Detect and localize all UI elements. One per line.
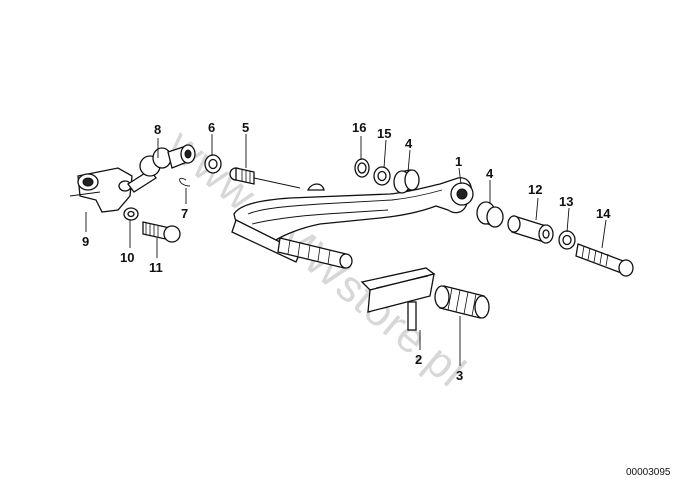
rubber-strip-part [360,267,436,331]
bolt-11-part [142,221,181,243]
diagram-reference-number: 00003095 [626,467,671,478]
label-part-2: 2 [415,352,422,367]
label-part-14: 14 [596,206,611,221]
label-part-7: 7 [181,206,188,221]
circlip-part [179,177,191,187]
washer-13-part [558,230,576,250]
label-part-16: 16 [352,120,366,135]
ball-joint-part [127,147,172,193]
bushing-4-upper-part [393,169,420,194]
bushing-4-right-part [476,201,504,228]
label-part-10: 10 [120,250,134,265]
label-part-12: 12 [528,182,542,197]
label-part-4-upper: 4 [405,136,413,151]
bolt-14-part [575,243,634,277]
leader-lines [85,134,607,366]
sleeve-12-part [507,215,554,244]
threaded-pin-part [229,167,301,189]
label-part-3: 3 [456,368,463,383]
washer-10-part [123,207,139,221]
label-part-5: 5 [242,120,249,135]
label-part-15: 15 [377,126,391,141]
label-part-6: 6 [208,120,215,135]
circlip-16-part [354,158,370,178]
peg-rubber-part [434,285,490,319]
clamp-bracket-part [69,167,133,213]
lever-peg-part [277,237,353,269]
washer-15-part [373,166,391,186]
label-part-1: 1 [455,154,462,169]
label-part-4-right: 4 [486,166,494,181]
label-part-11: 11 [149,260,163,275]
label-part-9: 9 [82,234,89,249]
label-part-8: 8 [154,122,161,137]
rod-end-part [167,144,222,174]
label-part-13: 13 [559,194,573,209]
